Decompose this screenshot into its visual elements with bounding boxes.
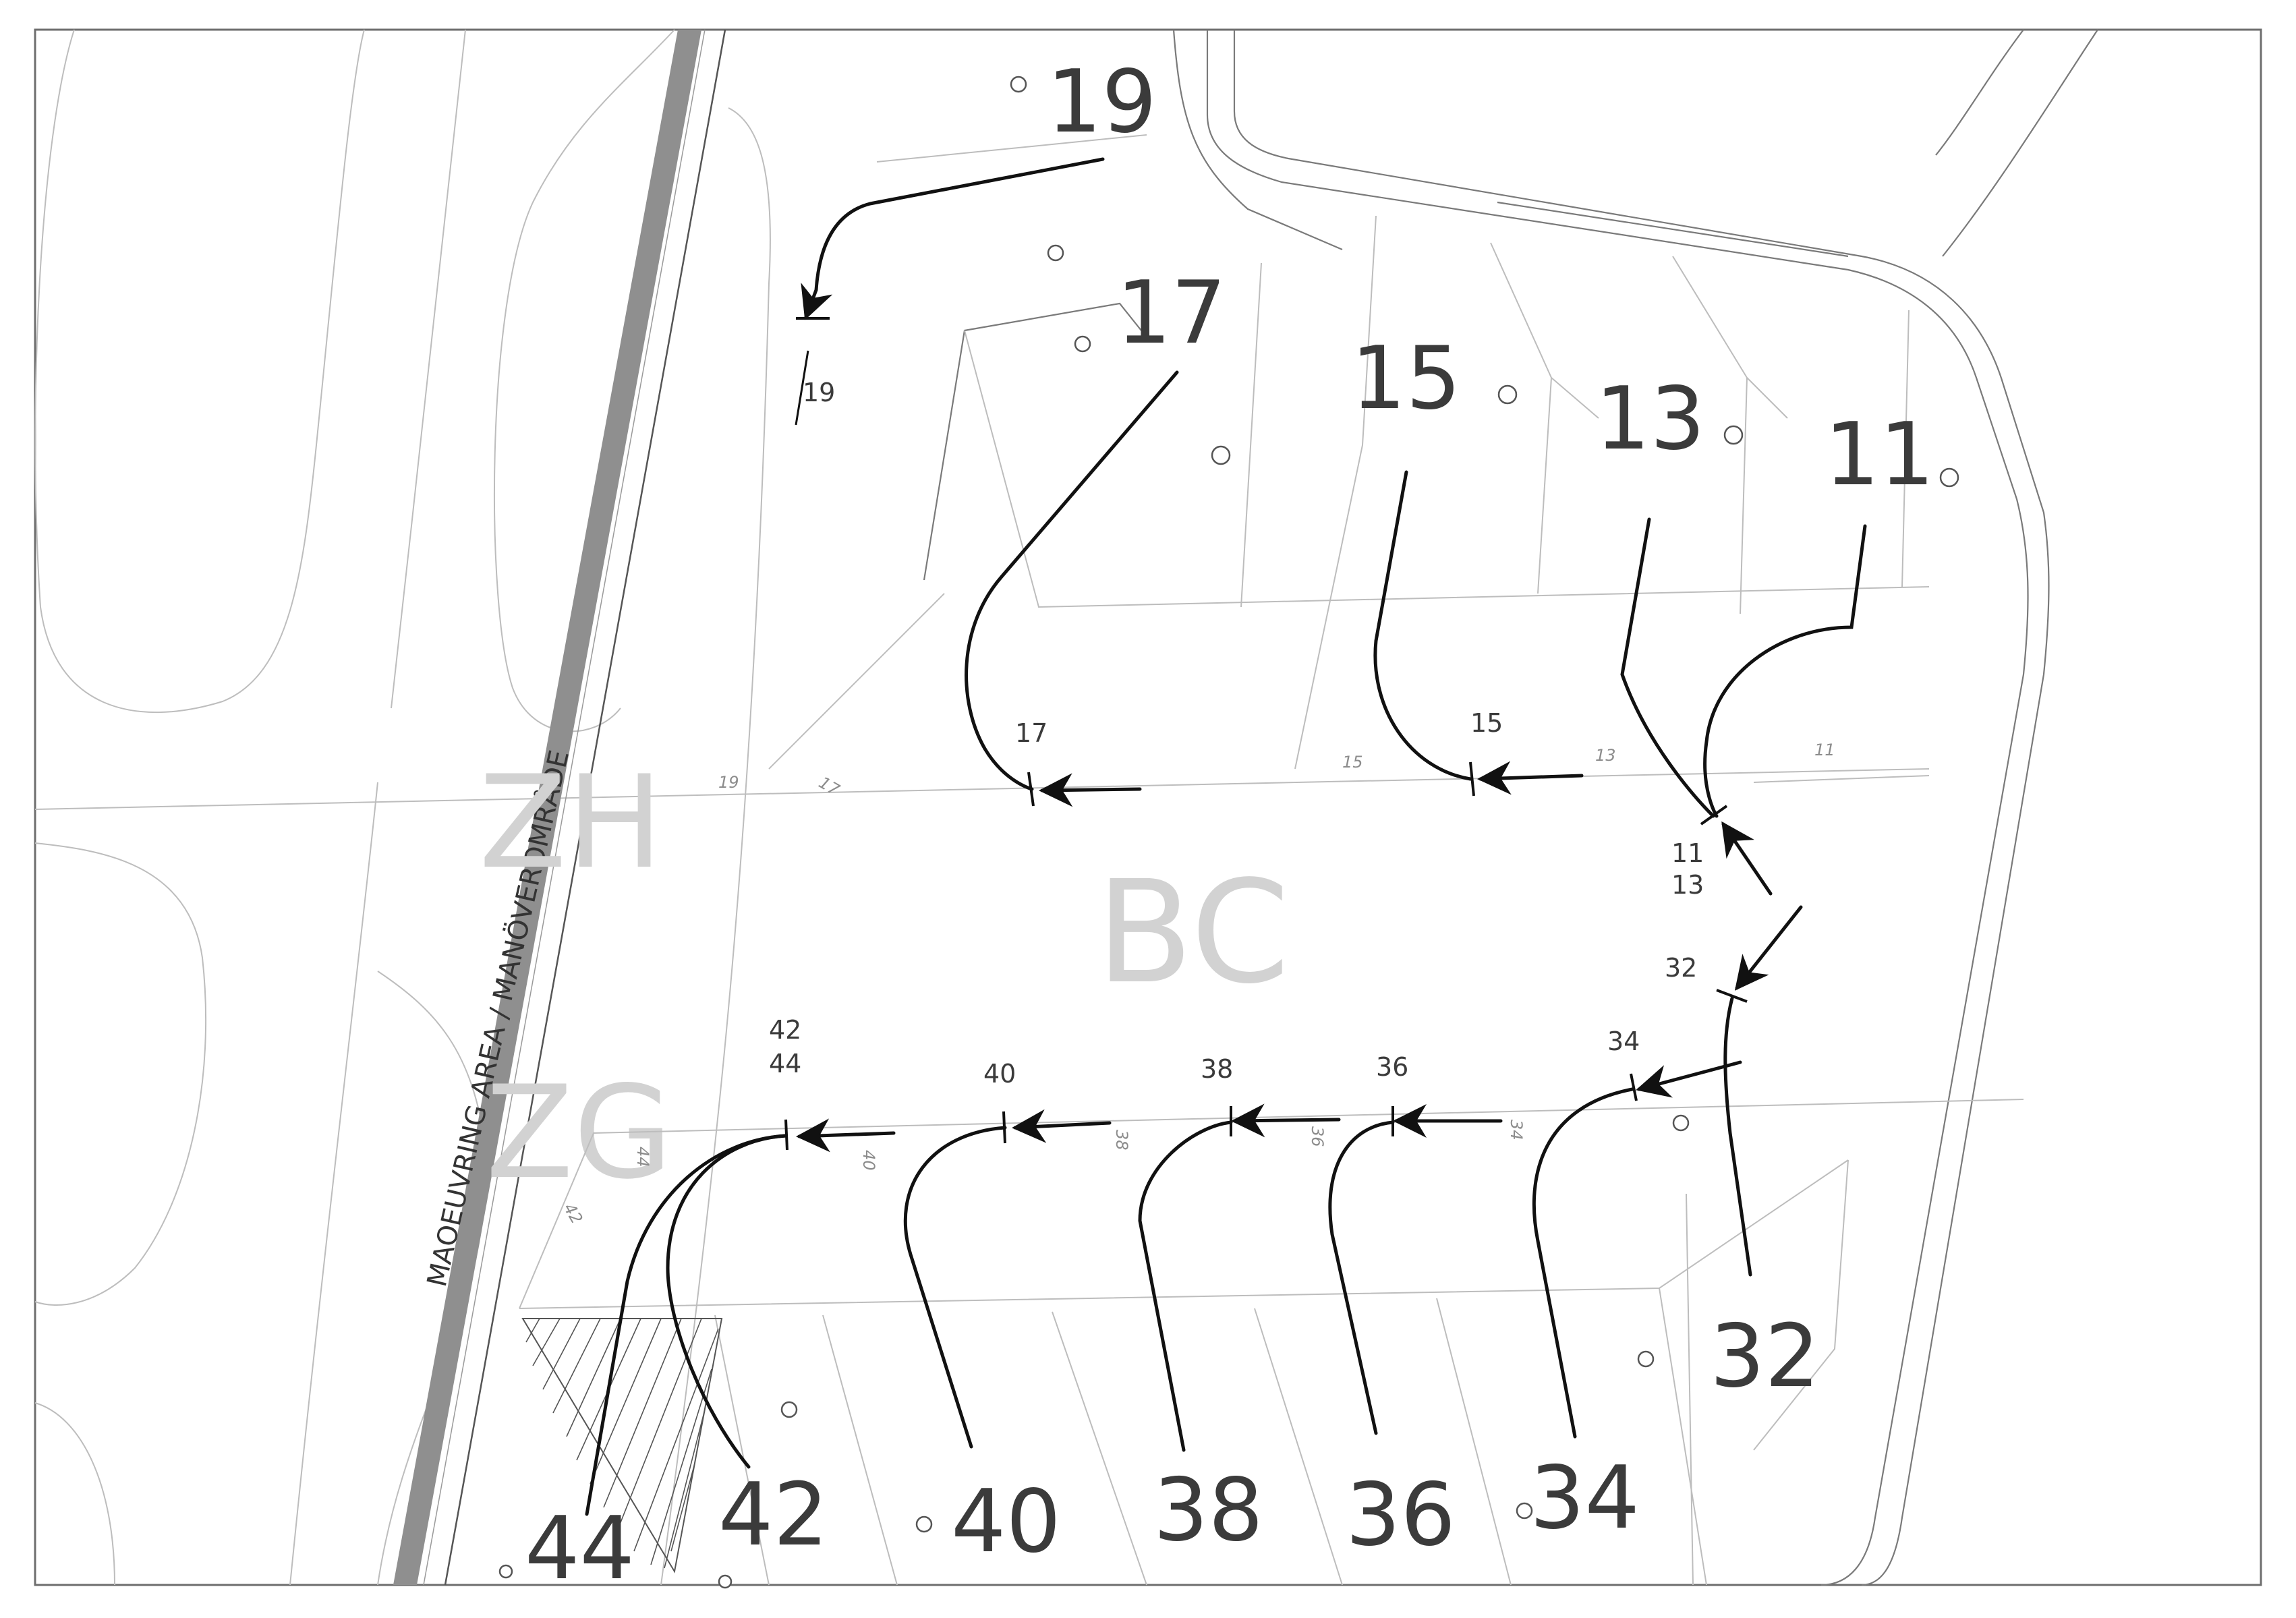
zone-label-lower-left: ZG <box>486 1058 672 1207</box>
stand-boundaries <box>519 134 2024 1586</box>
ground-mark-13: 13 <box>1595 746 1616 765</box>
ground-mark-19: 19 <box>718 773 739 792</box>
grass-areas <box>34 29 1930 1586</box>
route-label-42-44-line2: 44 <box>769 1049 801 1078</box>
taxi-routes <box>585 157 1867 1516</box>
route-label-40: 40 <box>983 1059 1016 1089</box>
map-frame <box>34 28 2262 1586</box>
tick-11-13 <box>1700 805 1728 826</box>
route-label-15: 15 <box>1470 708 1503 738</box>
tick-15 <box>1469 761 1475 797</box>
stand-number-19: 19 <box>1047 52 1157 152</box>
stand-number-13: 13 <box>1595 369 1705 469</box>
route-label-32: 32 <box>1665 953 1697 983</box>
stand-number-15: 15 <box>1351 328 1461 429</box>
tick-34 <box>1630 1073 1638 1101</box>
stand-number-38: 38 <box>1153 1460 1263 1561</box>
route-label-11-13-line2: 13 <box>1671 870 1704 900</box>
ground-mark-36: 36 <box>1308 1126 1327 1147</box>
tick-17 <box>1027 772 1035 807</box>
stand-number-34: 34 <box>1530 1448 1640 1549</box>
ground-mark-34: 34 <box>1507 1120 1526 1140</box>
tick-32 <box>1716 989 1748 1003</box>
stand-numbers: 19 17 15 13 11 32 34 36 38 40 42 44 <box>525 52 1934 1599</box>
ground-mark-11: 11 <box>1814 741 1835 759</box>
stand-number-36: 36 <box>1346 1465 1456 1565</box>
route-label-42-44-line1: 42 <box>769 1015 801 1045</box>
route-label-17: 17 <box>1015 718 1047 748</box>
maneuvering-boundary <box>393 29 726 1586</box>
ground-mark-17: 17 <box>815 773 843 800</box>
route-label-19: 19 <box>803 378 835 407</box>
ground-mark-44: 44 <box>633 1147 652 1167</box>
route-label-38: 38 <box>1201 1054 1233 1084</box>
stand-number-17: 17 <box>1116 263 1226 364</box>
route-label-34: 34 <box>1607 1027 1640 1056</box>
ground-mark-38: 38 <box>1112 1130 1131 1151</box>
ground-marks: 19 17 15 13 11 34 36 38 40 42 44 <box>560 741 1835 1227</box>
stand-number-44: 44 <box>525 1499 635 1599</box>
stand-number-42: 42 <box>718 1465 828 1565</box>
stand-number-11: 11 <box>1825 405 1934 505</box>
zone-label-upper-left: ZH <box>479 748 663 897</box>
route-label-11-13-line1: 11 <box>1671 838 1704 868</box>
stand-number-32: 32 <box>1710 1306 1820 1407</box>
zone-label-center: BC <box>1096 850 1290 1015</box>
ground-mark-15: 15 <box>1342 753 1363 772</box>
ground-mark-40: 40 <box>859 1150 878 1171</box>
route-label-36: 36 <box>1376 1052 1408 1082</box>
service-road <box>1172 29 2098 1586</box>
route-labels: 19 17 15 11 13 32 34 36 38 40 42 44 <box>769 378 1704 1089</box>
stand-number-40: 40 <box>951 1472 1061 1572</box>
stand-markers <box>498 76 1959 1589</box>
